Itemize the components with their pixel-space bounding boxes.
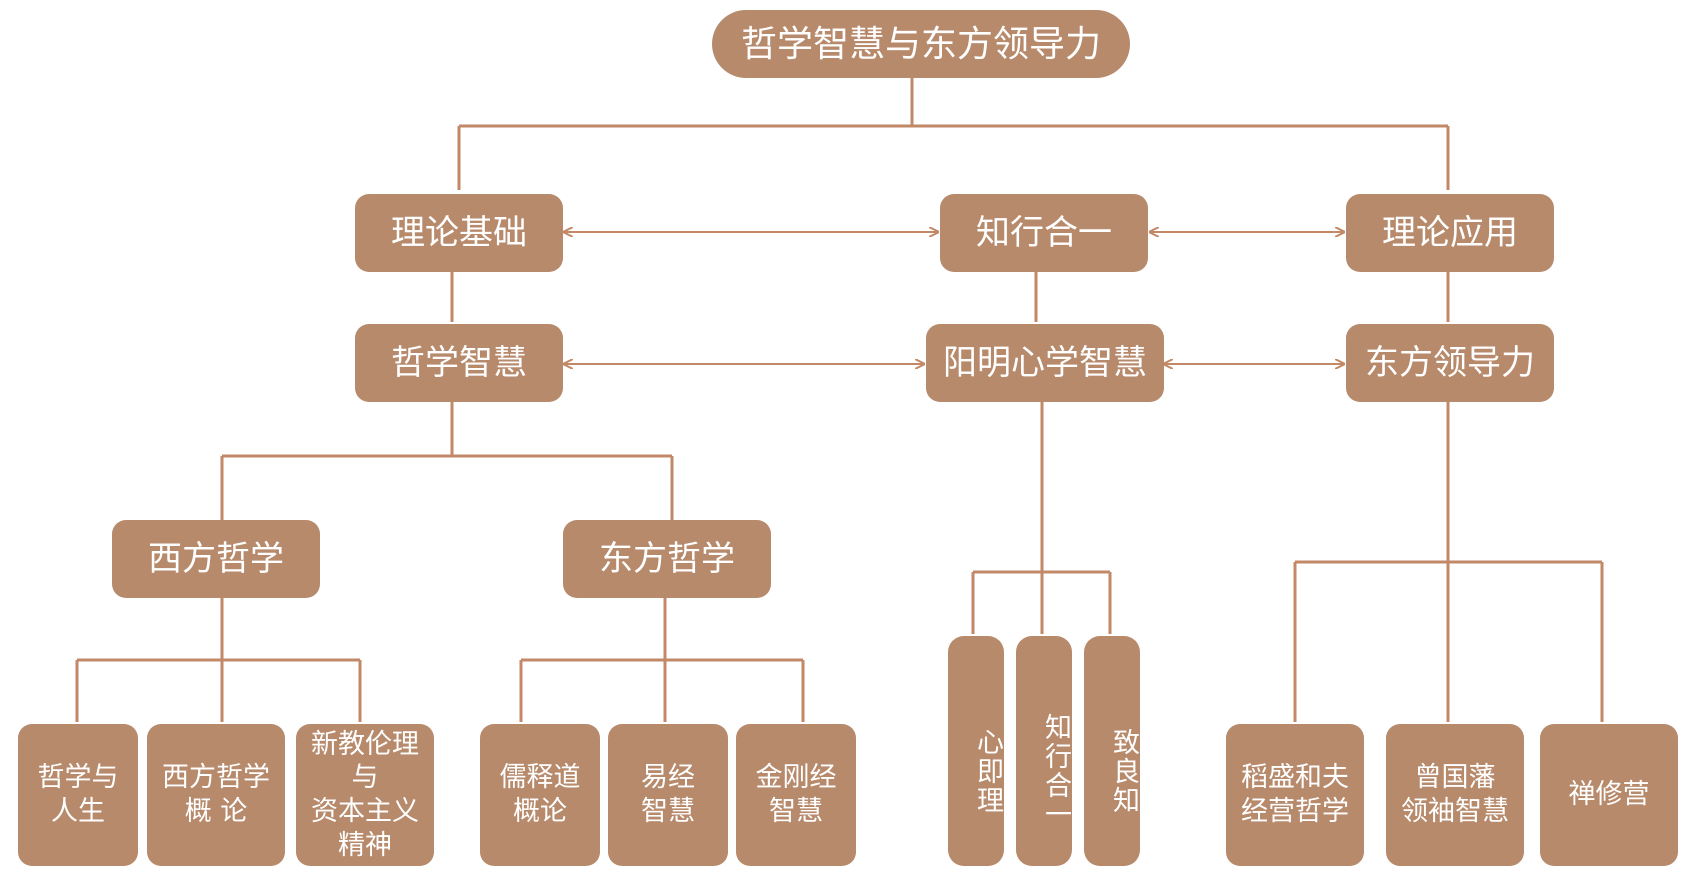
leaf-diamond-sutra: 金刚经 智慧 [736,724,856,866]
leaf-mind-is-principle: 心即理 [948,636,1004,866]
connector-leadership [1293,402,1604,722]
leaf-zen-camp: 禅修营 [1540,724,1678,866]
connector-root [457,78,1450,190]
leaf-inamori-philosophy: 稻盛和夫 经营哲学 [1226,724,1364,866]
node-western-philosophy: 西方哲学 [112,520,320,598]
node-philosophy-wisdom: 哲学智慧 [355,324,563,402]
leaf-i-ching: 易经 智慧 [608,724,728,866]
leaf-philosophy-life: 哲学与 人生 [18,724,138,866]
leaf-protestant-ethic: 新教伦理与 资本主义 精神 [296,724,434,866]
leaf-western-philosophy-intro: 西方哲学 概 论 [147,724,285,866]
node-theory-basis: 理论基础 [355,194,563,272]
node-yangming-wisdom: 阳明心学智慧 [926,324,1164,402]
connector-yangming [971,402,1112,634]
connector-western [75,598,362,722]
leaf-zeng-guofan: 曾国藩 领袖智慧 [1386,724,1524,866]
connector-level1-level2 [450,272,1450,322]
leaf-confucian-buddhist-taoist: 儒释道 概论 [480,724,600,866]
node-eastern-philosophy: 东方哲学 [563,520,771,598]
connector-eastern [519,598,805,722]
leaf-innate-knowledge: 致良知 [1084,636,1140,866]
node-eastern-leadership: 东方领导力 [1346,324,1554,402]
leaf-unity-knowledge-action: 知行合一 [1016,636,1072,866]
node-theory-application: 理论应用 [1346,194,1554,272]
root-node: 哲学智慧与东方领导力 [712,10,1130,78]
connector-philosophy [220,402,674,520]
node-unity-knowledge-action: 知行合一 [940,194,1148,272]
